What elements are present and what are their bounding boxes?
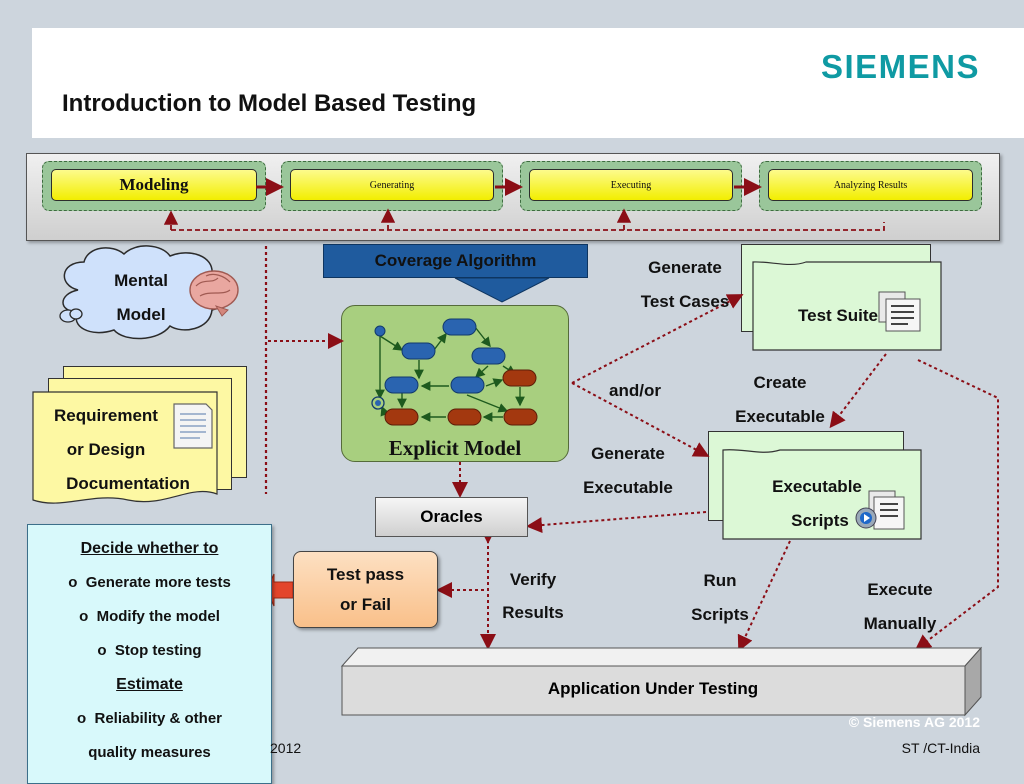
verify-results-line2: Results	[502, 603, 564, 622]
bullet-icon: o	[79, 608, 89, 625]
requirements-line2: or Design	[66, 440, 146, 459]
execute-manually-line1: Execute	[867, 580, 933, 599]
document-page-front	[32, 391, 218, 504]
bullet-icon: o	[68, 574, 78, 591]
run-scripts-line1: Run	[703, 571, 737, 590]
footer-year-fragment: 2012	[270, 740, 302, 756]
phase-label: Generating	[290, 169, 494, 201]
aut-platform	[340, 646, 983, 717]
generate-executable-line2: Executable	[583, 478, 673, 497]
relation-arrows	[436, 294, 999, 652]
bullet-icon: o	[97, 642, 107, 659]
decide-item-text: Modify the model	[96, 608, 220, 625]
phase-analyzing-results: Analyzing Results	[759, 161, 982, 211]
explicit-model-label: Explicit Model	[388, 436, 522, 460]
mental-model-line2: Model	[116, 305, 166, 324]
decide-item-text: Stop testing	[114, 642, 202, 659]
generate-test-cases-line2: Test Cases	[640, 292, 730, 311]
test-pass-fail-box: Test pass or Fail	[293, 551, 438, 628]
phase-label: Modeling	[51, 169, 257, 201]
mental-model-line1: Mental	[114, 271, 168, 290]
phase-modeling: Modeling	[42, 161, 266, 211]
test-suite-label: Test Suite	[798, 306, 878, 325]
estimate-item-text: Reliability & other	[94, 710, 223, 727]
test-pass-line2: or Fail	[339, 595, 391, 614]
decide-item: o Modify the model	[28, 600, 271, 634]
phase-label: Analyzing Results	[768, 169, 973, 201]
script-run-icon	[855, 490, 905, 530]
decide-item-text: Generate more tests	[85, 574, 231, 591]
test-pass-line1: Test pass	[326, 565, 405, 584]
verify-results-line1: Verify	[509, 570, 557, 589]
decide-box: Decide whether to o Generate more tests …	[27, 524, 272, 784]
bullet-icon: o	[76, 710, 87, 727]
create-executable-line2: Executable	[735, 407, 825, 426]
coverage-pointer	[454, 277, 550, 303]
application-under-testing-label: Application Under Testing	[547, 679, 759, 698]
decide-item: o Generate more tests	[28, 566, 271, 600]
estimate-item-continued: quality measures	[88, 744, 211, 761]
phase-executing: Executing	[520, 161, 742, 211]
diagram-canvas	[32, 178, 999, 717]
oracles-box: Oracles	[375, 497, 528, 537]
slide-header	[32, 28, 1024, 138]
document-icon	[173, 403, 213, 449]
requirements-line3: Documentation	[66, 474, 190, 493]
brain-icon	[189, 270, 239, 317]
executable-scripts-line2: Scripts	[791, 511, 849, 530]
generate-executable-line1: Generate	[591, 444, 665, 463]
siemens-logo: SIEMENS	[820, 48, 980, 85]
phase-label: Executing	[529, 169, 733, 201]
test-list-icon	[878, 291, 921, 332]
and-or-label: and/or	[609, 381, 661, 400]
coverage-algorithm-box: Coverage Algorithm	[323, 244, 588, 278]
phase-generating: Generating	[281, 161, 503, 211]
estimate-heading: Estimate	[116, 676, 183, 693]
generate-test-cases-line1: Generate	[648, 258, 722, 277]
org-text: ST /CT-India	[901, 740, 980, 756]
decide-heading: Decide whether to	[80, 540, 219, 557]
requirements-line1: Requirement	[54, 406, 158, 425]
slide-title: Introduction to Model Based Testing	[62, 90, 477, 117]
phase-feedback-loop	[163, 208, 885, 231]
copyright-text: © Siemens AG 2012	[848, 714, 980, 730]
create-executable-line1: Create	[753, 373, 807, 392]
estimate-item: o Reliability & other	[28, 702, 271, 736]
executable-scripts-line1: Executable	[772, 477, 862, 496]
run-scripts-line2: Scripts	[691, 605, 749, 624]
execute-manually-line2: Manually	[863, 614, 937, 633]
decide-item: o Stop testing	[28, 634, 271, 668]
state-graph	[371, 318, 538, 426]
